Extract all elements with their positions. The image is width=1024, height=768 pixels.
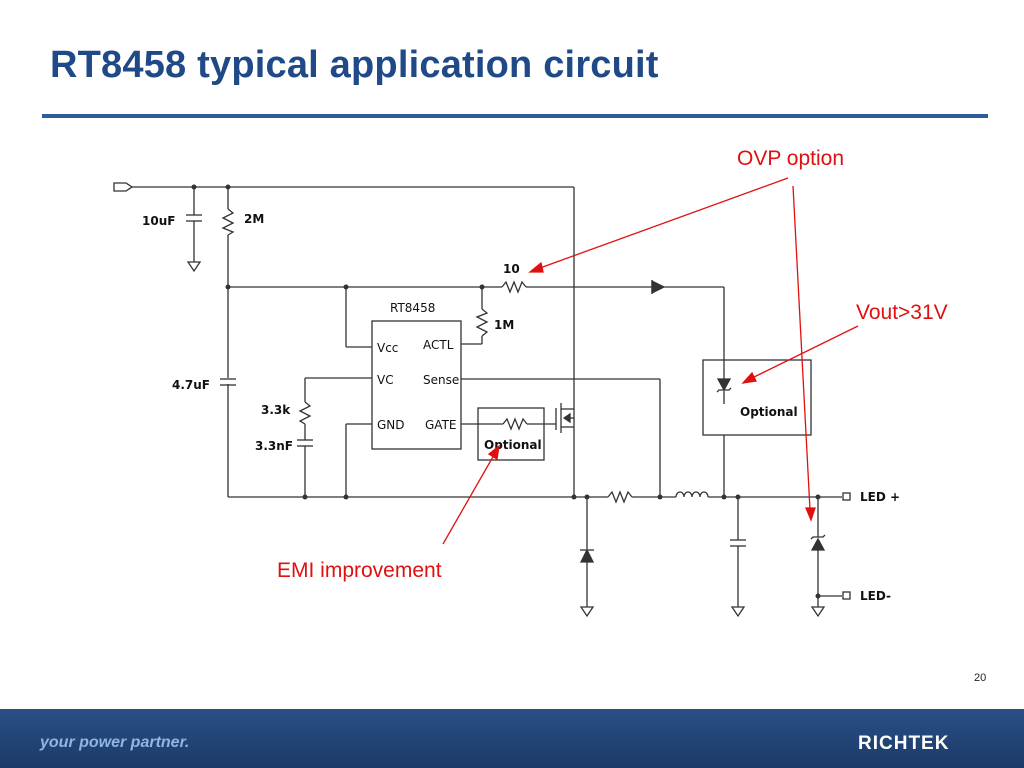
pin-vc: VC xyxy=(377,373,394,387)
footer-tagline: your power partner. xyxy=(40,734,190,751)
pin-vcc: Vcc xyxy=(377,341,398,355)
footer-bar: your power partner. RICHTEK xyxy=(0,709,1024,768)
ic-box xyxy=(371,320,462,450)
circuit-diagram: 10uF 2M 4.7uF 3.3k 3.3nF 10 1M RT8458 Vc… xyxy=(113,147,948,618)
arrow-head-vout xyxy=(741,371,757,384)
label-optional-zener: Optional xyxy=(740,405,798,419)
wires xyxy=(113,182,851,618)
page-title: RT8458 typical application circuit xyxy=(50,44,659,86)
label-3-3nF: 3.3nF xyxy=(255,439,293,453)
pin-actl: ACTL xyxy=(423,338,454,352)
label-10uF: 10uF xyxy=(142,214,175,228)
annotation-vout: Vout>31V xyxy=(856,301,948,324)
pin-gnd: GND xyxy=(377,418,405,432)
input-terminal xyxy=(113,182,134,192)
junction-dots xyxy=(191,184,821,599)
label-optional-gate: Optional xyxy=(484,438,542,452)
label-led-plus: LED + xyxy=(860,490,900,504)
annotation-emi: EMI improvement xyxy=(277,559,442,582)
label-led-minus: LED- xyxy=(860,589,891,603)
annotation-ovp-option: OVP option xyxy=(737,147,844,170)
label-2M: 2M xyxy=(244,212,264,226)
optional-zener-box xyxy=(702,359,812,436)
arrow-ovp-to-10 xyxy=(539,177,789,269)
richtek-logo: RICHTEK xyxy=(858,733,950,754)
pin-gate: GATE xyxy=(425,418,457,432)
label-1M: 1M xyxy=(494,318,514,332)
annotation-arrows xyxy=(442,177,859,545)
page-number: 20 xyxy=(974,672,987,684)
arrow-emi xyxy=(442,454,495,545)
label-3-3k: 3.3k xyxy=(261,403,291,417)
ic-name: RT8458 xyxy=(390,301,435,315)
label-4-7uF: 4.7uF xyxy=(172,378,210,392)
arrow-vout xyxy=(751,325,859,379)
optional-gate-box xyxy=(477,407,545,461)
arrow-head-zener xyxy=(805,507,816,522)
pin-sense: Sense xyxy=(423,373,459,387)
label-10: 10 xyxy=(503,262,520,276)
ground-symbol-1 xyxy=(186,261,202,273)
arrow-ovp-to-zener xyxy=(792,185,811,511)
arrow-head-emi xyxy=(487,444,500,461)
arrow-head-ovp xyxy=(528,261,544,273)
title-divider xyxy=(42,114,988,118)
